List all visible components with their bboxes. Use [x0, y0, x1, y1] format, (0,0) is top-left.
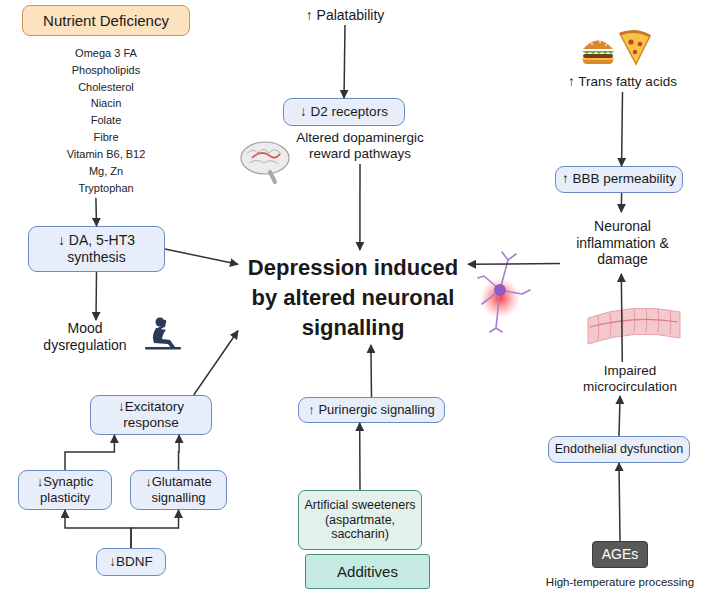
node-text: Mood dysregulation — [30, 320, 140, 354]
process-box: ↑ BBB permeability — [555, 166, 683, 193]
process-box: AGEs — [592, 541, 648, 568]
connector-arrow — [65, 435, 114, 470]
text-node: Impaired microcirculation — [575, 362, 685, 396]
process-box: ↑ Purinergic signalling — [298, 397, 445, 423]
nutrient-item: Phospholipids — [22, 63, 190, 77]
node-text: ↑ Palatability — [306, 7, 385, 24]
connector-arrow — [621, 92, 623, 166]
connector-arrow — [359, 164, 361, 250]
nutrient-item: Mg, Zn — [22, 164, 190, 178]
nutrient-item: Omega 3 FA — [22, 46, 190, 60]
node-text: ↑ Trans fatty acids — [568, 74, 677, 90]
node-text: Altered dopaminergic reward pathways — [288, 130, 432, 162]
connector-arrow — [619, 463, 620, 541]
text-node: Altered dopaminergic reward pathways — [288, 128, 432, 164]
central-outcome: Depression induced by altered neuronal s… — [238, 250, 468, 345]
connector-arrow — [621, 193, 623, 212]
node-text: Neuronal inflammation & damage — [560, 218, 685, 268]
node-text: ↑ Purinergic signalling — [308, 402, 434, 418]
node-text: Additives — [337, 563, 398, 581]
nutrient-item: Tryptophan — [22, 181, 190, 195]
text-node: ↑ Trans fatty acids — [560, 72, 685, 92]
neuron-icon — [478, 252, 530, 332]
group-heading: Nutrient Deficiency — [22, 5, 190, 36]
burger-icon — [582, 41, 614, 65]
nutrient-item: Cholesterol — [22, 80, 190, 94]
process-note: High-temperature processing — [540, 575, 700, 589]
connector-arrow — [468, 263, 560, 265]
process-box: ↓BDNF — [96, 548, 166, 576]
nutrient-item: Niacin — [22, 96, 190, 110]
node-text: ↓ D2 receptors — [300, 104, 388, 120]
sad-person-icon — [145, 318, 181, 350]
node-text: ↑ BBB permeability — [562, 171, 676, 187]
text-node: ↑ Palatability — [290, 5, 400, 25]
process-box: Additives — [305, 554, 430, 589]
connector-arrow — [370, 345, 372, 397]
process-box: ↓Synaptic plasticity — [18, 470, 112, 510]
node-text: Depression induced by altered neuronal s… — [238, 253, 468, 343]
nutrient-item: Fibre — [22, 130, 190, 144]
node-text: AGEs — [602, 546, 639, 563]
process-box: Endothelial dysfunction — [548, 436, 690, 463]
connector-arrow — [359, 423, 361, 490]
connector-arrow — [344, 25, 345, 98]
brain-icon — [241, 142, 289, 182]
connector-arrow — [95, 198, 97, 226]
node-text: ↓Glutamate signalling — [134, 474, 223, 505]
pizza-icon — [620, 31, 650, 64]
connector-arrow — [65, 510, 131, 548]
text-node: Mood dysregulation — [30, 320, 140, 354]
connector-arrow — [165, 249, 238, 264]
node-text: ↓Synaptic plasticity — [22, 474, 108, 505]
connector-arrow — [131, 510, 179, 548]
text-node: Neuronal inflammation & damage — [560, 212, 685, 274]
connector-arrow — [619, 396, 620, 436]
nutrient-item: Folate — [22, 113, 190, 127]
node-text: ↓Excitatory response — [94, 399, 208, 431]
nutrient-item: Vitamin B6, B12 — [22, 147, 190, 161]
node-text: ↓ DA, 5-HT3 synthesis — [32, 232, 161, 266]
process-box: ↓Glutamate signalling — [130, 470, 227, 510]
connector-arrow — [178, 435, 180, 470]
process-box: Artificial sweeteners (aspartmate, sacch… — [298, 490, 422, 550]
connector-arrow — [194, 331, 238, 395]
node-text: Artificial sweeteners (aspartmate, sacch… — [303, 498, 417, 541]
connector-arrow — [621, 274, 622, 362]
process-box: ↓ D2 receptors — [283, 98, 405, 126]
process-box: ↓ DA, 5-HT3 synthesis — [28, 226, 165, 272]
process-box: ↓Excitatory response — [90, 395, 212, 435]
node-text: Endothelial dysfunction — [555, 442, 684, 457]
node-text: Impaired microcirculation — [575, 363, 685, 395]
connector-arrow — [95, 272, 97, 320]
node-text: ↓BDNF — [109, 554, 153, 570]
blood-vessel-icon — [588, 308, 680, 344]
